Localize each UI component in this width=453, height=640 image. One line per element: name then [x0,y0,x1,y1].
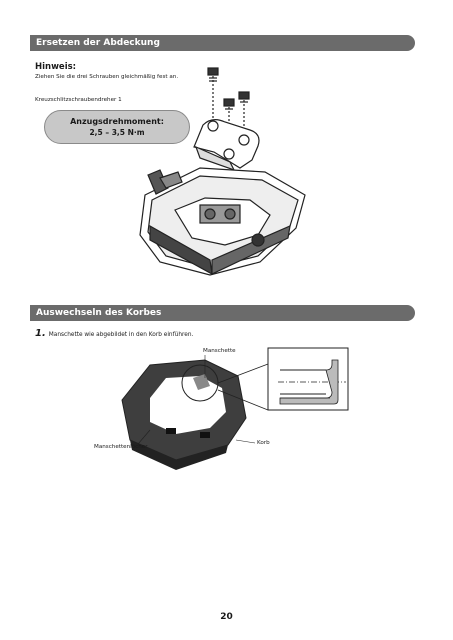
note-title: Hinweis: [35,62,77,72]
step-number: 1. [35,328,46,339]
torque-box: Anzugsdrehmoment: 2,5 – 3,5 N·m [44,110,190,144]
label-sleeve: Manschette [203,348,236,354]
label-sleeve-holes: Manschettenlöcher [94,444,148,450]
sleeve-detail [267,347,349,411]
label-cage: Korb [257,440,270,446]
step-1: 1.Manschette wie abgebildet in den Korb … [35,328,193,339]
step-text: Manschette wie abgebildet in den Korb ei… [48,332,194,338]
page-number: 20 [220,612,233,622]
tool-text: Kreuzschlitzschraubendreher 1 [35,97,122,103]
torque-label: Anzugsdrehmoment: [70,117,164,126]
section-title: Auswechseln des Korbes [36,308,162,318]
screw-icon [223,98,235,150]
screw-icon [207,67,219,120]
section-header-cage: Auswechseln des Korbes [30,305,415,321]
screw-icon [238,91,250,138]
section-header-cover: Ersetzen der Abdeckung [30,35,415,51]
cage-photo [121,359,247,470]
torque-value: 2,5 – 3,5 N·m [89,128,145,137]
section-title: Ersetzen der Abdeckung [36,38,160,48]
note-text: Ziehen Sie die drei Schrauben gleichmäßi… [35,74,179,80]
